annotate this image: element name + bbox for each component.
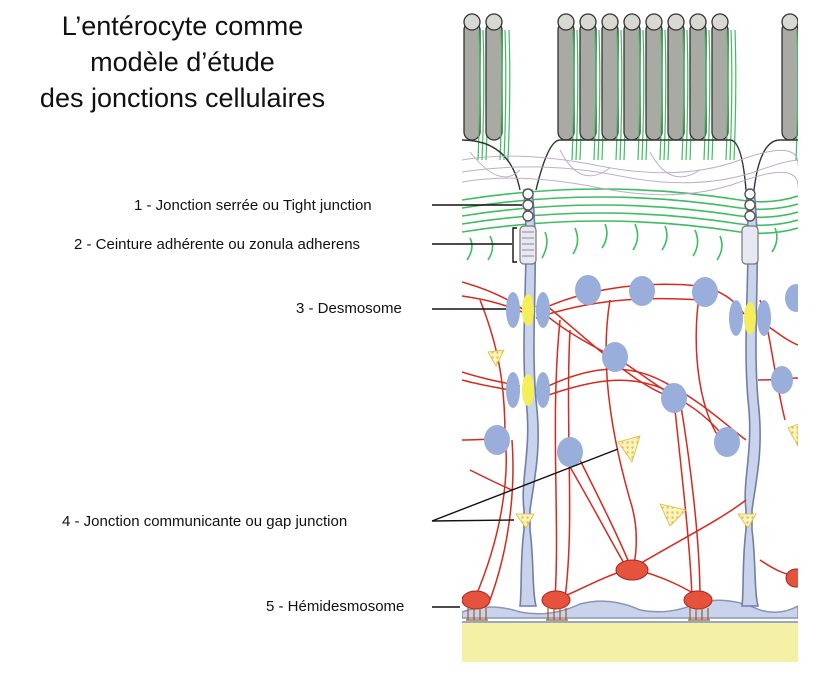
actin-core (481, 29, 485, 161)
cytoplasmic-plaques (484, 275, 798, 467)
actin-core (641, 29, 645, 161)
actin-core (637, 29, 641, 161)
actin-core (507, 29, 511, 161)
basal-membrane (462, 599, 798, 619)
microvillus (463, 21, 481, 141)
actin-core (725, 29, 729, 161)
microvillus (557, 21, 575, 141)
microvillus (601, 21, 619, 141)
label-tight-junction: 1 - Jonction serrée ou Tight junction (134, 197, 372, 214)
microvillus (645, 21, 663, 141)
microvillus-tip (645, 13, 663, 31)
actin-core (681, 29, 685, 161)
actin-core (800, 30, 802, 160)
leader-lines (431, 204, 619, 608)
hemidesmosomes (462, 559, 798, 621)
leader-gap-1 (431, 448, 619, 522)
label-hemidesmosome: 5 - Hémidesmosome (266, 598, 405, 615)
actin-core (703, 29, 707, 161)
microvillus (667, 21, 685, 141)
desmosomes (506, 292, 771, 408)
microvillus (711, 21, 729, 141)
microvilli (462, 13, 806, 191)
gap-junctions (487, 349, 798, 529)
label-adherens-junction: 2 - Ceinture adhérente ou zonula adheren… (74, 236, 361, 253)
basal-lamina (462, 622, 798, 662)
title-line-2: modèle d’étude (90, 47, 275, 77)
actin-core (593, 29, 597, 161)
actin-core (685, 29, 689, 161)
actin-core (615, 29, 619, 161)
apical-membrane (753, 139, 798, 191)
microvillus-tip (579, 13, 597, 31)
actin-core (795, 29, 798, 161)
microvillus (689, 21, 707, 141)
diagram-title: L’entérocyte comme modèle d’étude des jo… (0, 8, 365, 116)
tight-junction (522, 188, 756, 222)
microvillus-tip (601, 13, 619, 31)
microvillus-tip (557, 13, 575, 31)
apical-membrane (462, 139, 521, 191)
microvillus (485, 21, 503, 141)
actin-core (499, 29, 503, 161)
title-line-3: des jonctions cellulaires (39, 83, 326, 113)
microvillus-tip (711, 13, 729, 31)
microvillus (623, 21, 641, 141)
actin-core (663, 29, 667, 161)
title-line-1: L’entérocyte comme (61, 11, 304, 41)
actin-core (659, 29, 663, 161)
cortical-mesh (462, 149, 798, 196)
actin-core (477, 29, 481, 161)
actin-core (729, 29, 733, 161)
actin-core (804, 30, 806, 160)
microvillus-tip (463, 13, 481, 31)
actin-core (503, 29, 507, 161)
apical-membrane (535, 139, 747, 191)
microvillus-tip (485, 13, 503, 31)
adherens-junction (512, 225, 759, 265)
microvillus-tip (781, 13, 798, 31)
actin-core (733, 29, 737, 161)
microvillus-tip (623, 13, 641, 31)
actin-core (575, 29, 579, 161)
microvillus-tip (667, 13, 685, 31)
label-desmosome: 3 - Desmosome (296, 300, 402, 317)
microvillus-tip (689, 13, 707, 31)
label-gap-junction: 4 - Jonction communicante ou gap junctio… (62, 513, 348, 530)
actin-core (707, 29, 711, 161)
microvillus (781, 21, 798, 141)
actin-core (571, 29, 575, 161)
leader-gap-2 (431, 519, 515, 522)
actin-core (597, 29, 601, 161)
microvillus (579, 21, 597, 141)
actin-core (619, 29, 623, 161)
